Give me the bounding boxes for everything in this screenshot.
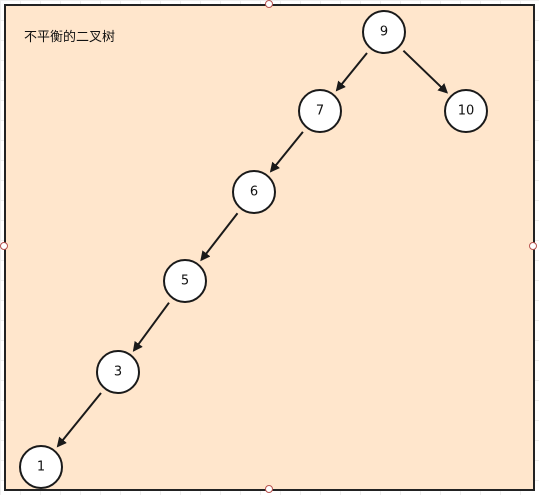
edge-n7-n6[interactable] bbox=[269, 131, 304, 173]
tree-node-7[interactable]: 7 bbox=[298, 89, 342, 133]
tree-node-9[interactable]: 9 bbox=[362, 10, 406, 54]
node-label: 1 bbox=[37, 460, 45, 475]
node-label: 3 bbox=[114, 365, 122, 380]
node-circle[interactable] bbox=[96, 350, 140, 394]
node-circle[interactable] bbox=[362, 10, 406, 54]
node-circle[interactable] bbox=[19, 445, 63, 489]
edge-n6-n5[interactable] bbox=[200, 212, 239, 262]
tree-node-5[interactable]: 5 bbox=[163, 259, 207, 303]
node-label: 9 bbox=[380, 25, 388, 40]
edge-n5-n3[interactable] bbox=[132, 302, 170, 352]
node-circle[interactable] bbox=[232, 170, 276, 214]
node-label: 7 bbox=[316, 104, 324, 119]
handle-right[interactable] bbox=[529, 242, 537, 250]
handle-bottom[interactable] bbox=[265, 485, 273, 493]
tree-node-10[interactable]: 10 bbox=[444, 89, 488, 133]
edge-n3-n1[interactable] bbox=[56, 392, 102, 448]
node-label: 6 bbox=[250, 185, 258, 200]
handle-left[interactable] bbox=[0, 242, 8, 250]
edge-n9-n7[interactable] bbox=[335, 52, 368, 92]
handle-top[interactable] bbox=[265, 0, 273, 8]
node-circle[interactable] bbox=[444, 89, 488, 133]
node-label: 10 bbox=[458, 104, 475, 119]
tree-node-3[interactable]: 3 bbox=[96, 350, 140, 394]
edges-layer bbox=[56, 49, 449, 448]
tree-node-6[interactable]: 6 bbox=[232, 170, 276, 214]
node-circle[interactable] bbox=[298, 89, 342, 133]
diagram-title: 不平衡的二叉树 bbox=[24, 30, 116, 45]
nodes-layer: 9 7 10 6 5 3 1 bbox=[19, 10, 488, 489]
edge-n9-n10[interactable] bbox=[402, 49, 449, 94]
node-circle[interactable] bbox=[163, 259, 207, 303]
node-label: 5 bbox=[181, 274, 189, 289]
tree-node-1[interactable]: 1 bbox=[19, 445, 63, 489]
